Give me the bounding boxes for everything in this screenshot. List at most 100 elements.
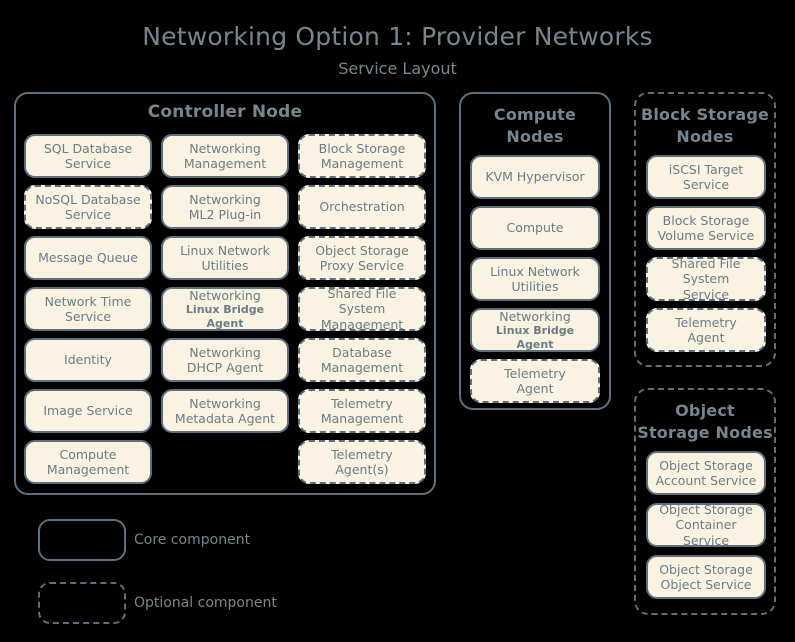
component-label-line2: Volume Service xyxy=(657,228,755,243)
component-label-line1: Object Storage xyxy=(659,561,753,577)
legend-core-swatch xyxy=(38,519,126,561)
component-shared-file-system-service: Shared File System Service xyxy=(646,256,766,302)
component-label-line2: Account Service xyxy=(655,473,757,488)
component-object-storage-proxy-service: Object Storage Proxy Service xyxy=(298,236,426,280)
component-label-line1: Compute xyxy=(506,220,564,236)
component-label-line2: Management xyxy=(320,156,404,171)
component-shared-file-system-management: Shared File System Management xyxy=(298,286,426,332)
component-label-line1: Telemetry xyxy=(331,446,393,462)
component-label-line1: Networking xyxy=(189,395,261,411)
component-telemetry-agent-compute: Telemetry Agent xyxy=(470,359,600,403)
component-label-line1: Object Storage xyxy=(659,457,753,473)
component-message-queue: Message Queue xyxy=(24,236,152,280)
component-compute-management: Compute Management xyxy=(24,440,152,484)
component-label-line2: Management xyxy=(320,411,404,426)
component-label-line2: Agent xyxy=(687,330,725,345)
component-label-line2: Service xyxy=(64,156,112,171)
panel-title-line1: Object xyxy=(675,401,735,420)
component-label-line1: Identity xyxy=(64,352,112,368)
component-label-line1: Networking xyxy=(499,308,571,324)
page-title: Networking Option 1: Provider Networks xyxy=(142,22,653,51)
component-label-line1: Block Storage xyxy=(662,212,750,228)
component-orchestration: Orchestration xyxy=(298,185,426,229)
component-label-line2: Service xyxy=(682,177,730,192)
legend-core-label: Core component xyxy=(134,532,251,548)
component-label-line1: Block Storage xyxy=(318,140,406,156)
component-label-line1: Telemetry xyxy=(504,365,566,381)
component-label-line1: Networking xyxy=(189,140,261,156)
component-label-line2: Proxy Service xyxy=(319,258,405,273)
component-label-line2: Object Service xyxy=(660,577,752,592)
component-label-line2: Linux Bridge Agent xyxy=(495,324,575,351)
component-networking-metadata-agent: Networking Metadata Agent xyxy=(161,389,289,433)
component-label-line1: Shared File System xyxy=(327,286,397,317)
component-iscsi-target-service: iSCSI Target Service xyxy=(646,155,766,199)
component-networking-dhcp-agent: Networking DHCP Agent xyxy=(161,338,289,382)
panel-title-line1: Block Storage xyxy=(640,105,770,124)
component-database-management: Database Management xyxy=(298,338,426,382)
component-label-line2: Service xyxy=(64,309,112,324)
component-label-line1: NoSQL Database xyxy=(35,191,141,207)
component-label-line2: Linux Bridge Agent xyxy=(185,303,265,330)
component-label-line1: Object Storage xyxy=(315,242,409,258)
component-label-line1: Image Service xyxy=(43,403,133,419)
component-label-line1: Compute xyxy=(59,446,117,462)
component-label-line1: Linux Network xyxy=(180,242,270,258)
panel-title-line2: Nodes xyxy=(506,126,564,146)
component-label-line1: Telemetry xyxy=(331,395,393,411)
component-label-line2: Container Service xyxy=(675,517,737,548)
component-label-line1: Network Time xyxy=(44,293,132,309)
component-networking-linux-bridge-agent: Networking Linux Bridge Agent xyxy=(161,287,289,331)
component-block-storage-volume-service: Block Storage Volume Service xyxy=(646,206,766,250)
component-label-line2: Service xyxy=(64,207,112,222)
panel-title-line2: Storage Nodes xyxy=(637,422,773,442)
component-label-line1: Message Queue xyxy=(38,250,138,266)
component-networking-ml2-plugin: Networking ML2 Plug-in xyxy=(161,185,289,229)
component-networking-management: Networking Management xyxy=(161,134,289,178)
component-label-line1: Object Storage xyxy=(659,502,753,518)
component-label-line2: Metadata Agent xyxy=(174,411,276,426)
component-object-storage-container-service: Object Storage Container Service xyxy=(646,502,766,548)
component-label-line2: Utilities xyxy=(201,258,249,273)
component-label-line1: Telemetry xyxy=(675,314,737,330)
panel-title-line2: Nodes xyxy=(676,126,734,146)
component-image-service: Image Service xyxy=(24,389,152,433)
page-subtitle: Service Layout xyxy=(338,59,457,78)
component-label-line1: Linux Network xyxy=(490,263,580,279)
panel-title-line1: Compute xyxy=(493,105,577,124)
component-label-line1: Database xyxy=(332,344,392,360)
component-label-line1: Networking xyxy=(189,191,261,207)
panel-compute-nodes: Compute Nodes xyxy=(459,92,611,410)
component-telemetry-management: Telemetry Management xyxy=(298,389,426,433)
legend-optional-swatch xyxy=(38,582,126,624)
component-label-line2: Utilities xyxy=(511,279,559,294)
component-label-line2: Management xyxy=(183,156,267,171)
legend-optional-label: Optional component xyxy=(134,595,277,611)
component-label-line2: Management xyxy=(320,360,404,375)
component-kvm-hypervisor: KVM Hypervisor xyxy=(470,155,600,199)
component-label-line2: Agent(s) xyxy=(335,462,389,477)
component-label-line1: SQL Database xyxy=(43,140,133,156)
component-nosql-database-service: NoSQL Database Service xyxy=(24,185,152,229)
component-linux-network-utilities-compute: Linux Network Utilities xyxy=(470,257,600,301)
panel-block-storage-nodes-title: Block Storage Nodes xyxy=(636,94,774,147)
component-telemetry-agent-block-storage: Telemetry Agent xyxy=(646,308,766,352)
component-label-line2: ML2 Plug-in xyxy=(188,207,262,222)
component-compute: Compute xyxy=(470,206,600,250)
component-identity: Identity xyxy=(24,338,152,382)
component-label-line1: KVM Hypervisor xyxy=(485,169,585,185)
component-linux-network-utilities: Linux Network Utilities xyxy=(161,236,289,280)
component-label-line1: Networking xyxy=(189,344,261,360)
component-networking-linux-bridge-agent-compute: Networking Linux Bridge Agent xyxy=(470,308,600,352)
component-label-line1: iSCSI Target xyxy=(668,161,744,177)
component-label-line1: Orchestration xyxy=(319,199,405,215)
component-block-storage-management: Block Storage Management xyxy=(298,134,426,178)
panel-compute-nodes-title: Compute Nodes xyxy=(461,94,609,147)
panel-object-storage-nodes-title: Object Storage Nodes xyxy=(636,390,774,443)
component-label-line2: DHCP Agent xyxy=(186,360,264,375)
component-label-line2: Management xyxy=(46,462,130,477)
component-label-line1: Shared File System xyxy=(671,256,741,287)
component-label-line2: Management xyxy=(320,316,404,332)
component-label-line2: Agent xyxy=(516,381,554,396)
